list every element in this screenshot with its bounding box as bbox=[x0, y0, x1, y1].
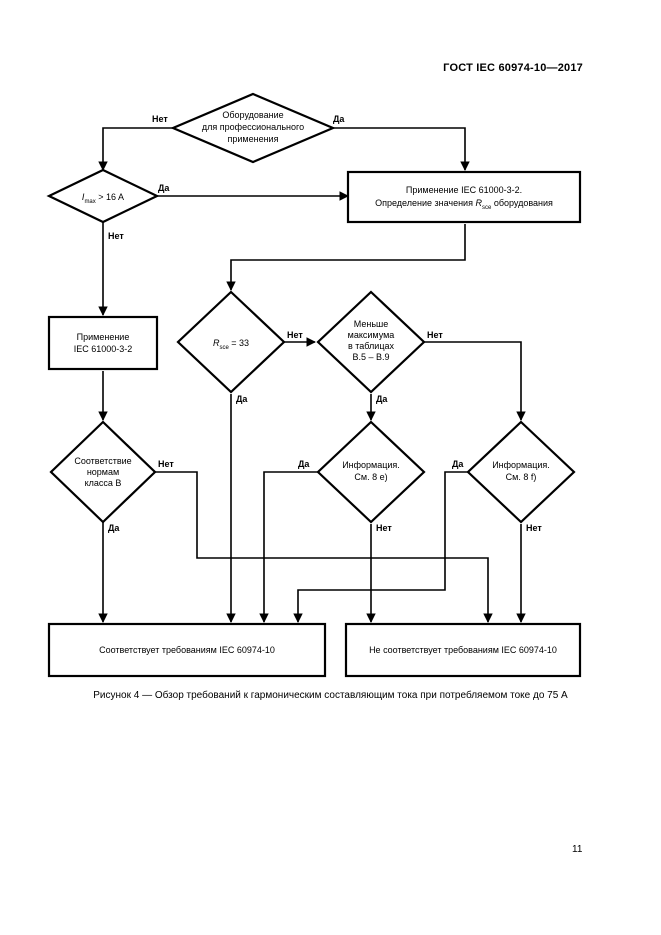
label-no: Нет bbox=[152, 114, 168, 124]
svg-text:Соответствует требованиям IEC: Соответствует требованиям IEC 60974-10 bbox=[99, 645, 275, 655]
label-yes: Да bbox=[376, 394, 388, 404]
svg-text:Не соответствует требованиям I: Не соответствует требованиям IEC 60974-1… bbox=[369, 645, 557, 655]
svg-text:максимума: максимума bbox=[348, 330, 395, 340]
connector-info8f-yes bbox=[293, 471, 468, 623]
svg-text:См. 8 f): См. 8 f) bbox=[506, 472, 537, 482]
svg-text:Информация.: Информация. bbox=[492, 460, 550, 470]
box-complies: Соответствует требованиям IEC 60974-10 bbox=[47, 622, 327, 678]
label-yes: Да bbox=[298, 459, 310, 469]
svg-text:Информация.: Информация. bbox=[342, 460, 400, 470]
figure-caption: Рисунок 4 — Обзор требований к гармониче… bbox=[93, 690, 568, 701]
decision-professional: Оборудование для профессионального приме… bbox=[170, 92, 336, 164]
decision-info-8f: Информация. См. 8 f) bbox=[466, 420, 576, 524]
svg-text:Определение значения Rsce обор: Определение значения Rsce оборудования bbox=[375, 198, 553, 211]
svg-text:Меньше: Меньше bbox=[354, 319, 389, 329]
label-no: Нет bbox=[108, 231, 124, 241]
connector-professional-yes bbox=[333, 127, 470, 171]
label-yes: Да bbox=[452, 459, 464, 469]
svg-text:Rsce = 33: Rsce = 33 bbox=[213, 338, 249, 351]
decision-rsce: Rsce = 33 bbox=[176, 290, 286, 394]
svg-text:IEC 61000-3-2: IEC 61000-3-2 bbox=[74, 344, 133, 354]
svg-text:Соответствие: Соответствие bbox=[74, 456, 131, 466]
label-no: Нет bbox=[526, 523, 542, 533]
svg-text:Imax > 16 A: Imax > 16 A bbox=[82, 192, 124, 205]
label-yes: Да bbox=[108, 523, 120, 533]
svg-text:нормам: нормам bbox=[87, 467, 119, 477]
svg-text:Применение IEC 61000-3-2.: Применение IEC 61000-3-2. bbox=[406, 185, 522, 195]
label-yes: Да bbox=[333, 114, 345, 124]
decision-min-max: Меньше максимума в таблицах B.5 – B.9 bbox=[316, 290, 426, 394]
label-no: Нет bbox=[376, 523, 392, 533]
svg-text:применения: применения bbox=[228, 134, 279, 144]
page-number: 11 bbox=[572, 844, 583, 855]
branch-labels: Нет Да Да Нет Нет Да Да Нет Нет Да Да Не… bbox=[108, 114, 542, 533]
decision-class-b: Соответствие нормам класса B bbox=[49, 420, 157, 524]
svg-text:См. 8 e): См. 8 e) bbox=[354, 472, 387, 482]
connector-info8e-yes bbox=[259, 471, 318, 623]
connector-classb-no bbox=[155, 471, 493, 623]
label-no: Нет bbox=[287, 330, 303, 340]
svg-text:Применение: Применение bbox=[77, 332, 130, 342]
decision-imax: Imax > 16 A bbox=[46, 168, 160, 224]
label-yes: Да bbox=[158, 183, 170, 193]
box-not-complies: Не соответствует требованиям IEC 60974-1… bbox=[344, 622, 582, 678]
connectors bbox=[98, 127, 526, 623]
label-no: Нет bbox=[427, 330, 443, 340]
label-yes: Да bbox=[236, 394, 248, 404]
box-apply-61000-3-2-rsce: Применение IEC 61000-3-2. Определение зн… bbox=[346, 170, 582, 224]
document-header: ГОСТ IEC 60974-10—2017 bbox=[443, 62, 583, 74]
connector-apply-to-rsce bbox=[226, 224, 466, 291]
connector-minmax-no bbox=[424, 341, 526, 421]
label-no: Нет bbox=[158, 459, 174, 469]
svg-text:B.5 – B.9: B.5 – B.9 bbox=[352, 352, 389, 362]
box-apply-61000-3-2: Применение IEC 61000-3-2 bbox=[47, 315, 159, 371]
decision-info-8e: Информация. См. 8 e) bbox=[316, 420, 426, 524]
svg-text:в таблицах: в таблицах bbox=[348, 341, 394, 351]
svg-text:Оборудование: Оборудование bbox=[222, 110, 283, 120]
svg-text:для профессионального: для профессионального bbox=[202, 122, 304, 132]
svg-text:класса B: класса B bbox=[85, 478, 122, 488]
connector-professional-no bbox=[98, 127, 173, 171]
